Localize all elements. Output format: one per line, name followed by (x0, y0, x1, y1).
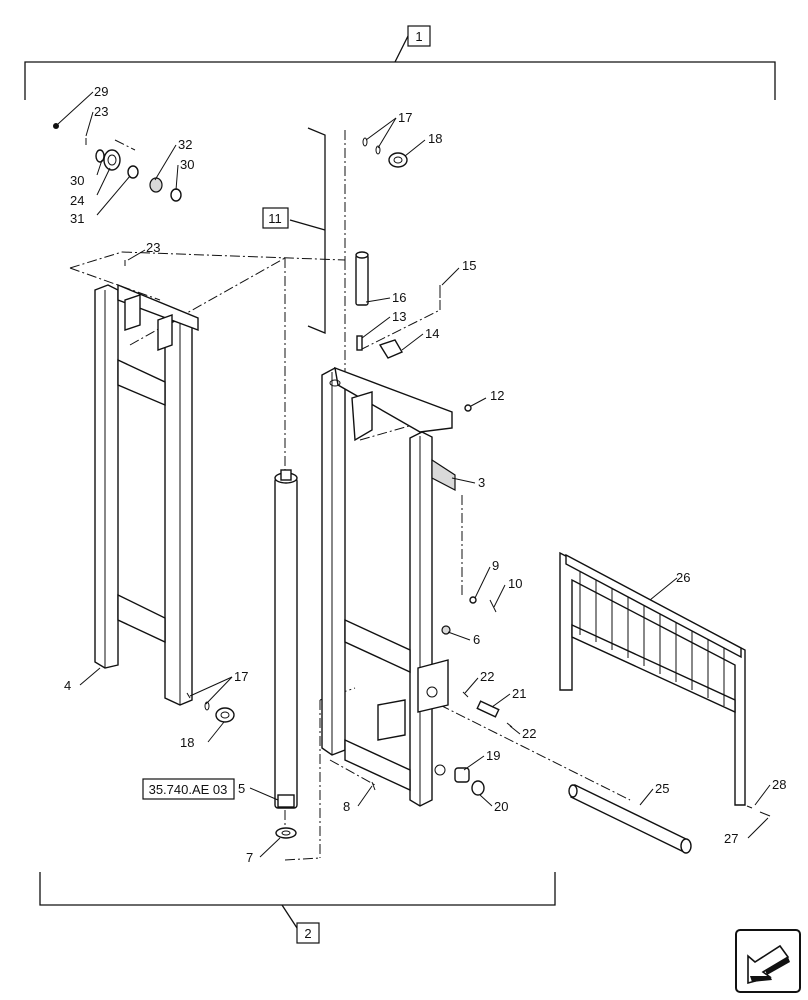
callout-15: 15 (462, 258, 476, 273)
callout-16: 16 (392, 290, 406, 305)
callout-4: 4 (64, 678, 71, 693)
callout-1: 1 (415, 29, 422, 44)
callout-3: 3 (478, 475, 485, 490)
assembly-bracket-2: 2 (39, 872, 556, 944)
small-parts (53, 123, 771, 817)
callout-23-top: 23 (94, 104, 108, 119)
callout-19: 19 (486, 748, 500, 763)
callout-labels: 29 23 30 24 31 32 30 23 17 18 16 13 14 1… (64, 84, 786, 865)
reference-link[interactable]: 35.740.AE 03 (142, 778, 235, 800)
callout-29: 29 (94, 84, 108, 99)
back-arrow-icon[interactable] (735, 929, 801, 993)
callout-7: 7 (246, 850, 253, 865)
callout-21: 21 (512, 686, 526, 701)
callout-9: 9 (492, 558, 499, 573)
callout-30-left: 30 (70, 173, 84, 188)
callout-11: 11 (268, 211, 282, 226)
callout-5: 5 (238, 781, 245, 796)
callout-27: 27 (724, 831, 738, 846)
callout-26: 26 (676, 570, 690, 585)
callout-18-top: 18 (428, 131, 442, 146)
callout-18-lower: 18 (180, 735, 194, 750)
assembly-bracket-1: 1 (24, 25, 776, 100)
callout-22-lower: 22 (522, 726, 536, 741)
callout-2: 2 (304, 926, 311, 941)
callout-20: 20 (494, 799, 508, 814)
callout-30-right: 30 (180, 157, 194, 172)
leader-lines (57, 91, 771, 858)
callout-31: 31 (70, 211, 84, 226)
callout-14: 14 (425, 326, 439, 341)
inner-mast (321, 366, 456, 807)
callout-10: 10 (508, 576, 522, 591)
callout-17-lower: 17 (234, 669, 248, 684)
callout-22-upper: 22 (480, 669, 494, 684)
callout-32: 32 (178, 137, 192, 152)
callout-24: 24 (70, 193, 84, 208)
guard-rod (568, 784, 692, 854)
callout-17-top: 17 (398, 110, 412, 125)
callout-25: 25 (655, 781, 669, 796)
callout-13: 13 (392, 309, 406, 324)
callout-8: 8 (343, 799, 350, 814)
load-backrest-guard (559, 551, 746, 806)
callout-12: 12 (490, 388, 504, 403)
assembly-bracket-11: 11 (262, 127, 326, 334)
callout-6: 6 (473, 632, 480, 647)
callout-23-mid: 23 (146, 240, 160, 255)
callout-28: 28 (772, 777, 786, 792)
outer-mast (94, 283, 199, 706)
reference-label: 35.740.AE 03 (149, 782, 228, 797)
lift-cylinder (274, 469, 298, 839)
